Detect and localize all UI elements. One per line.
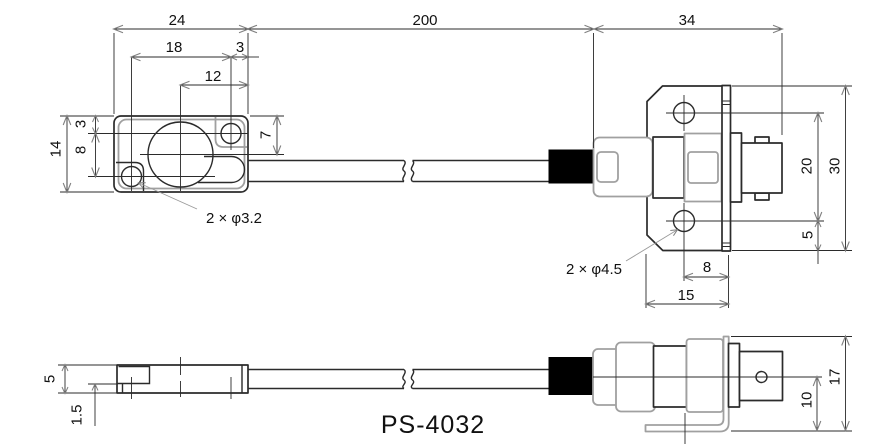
dim-34: 34: [679, 12, 696, 29]
flange-plate: [721, 84, 732, 252]
sensor-head-side: [116, 357, 249, 399]
connector-body-section: [652, 136, 685, 199]
flange-plate-notches: [722, 100, 731, 247]
bracket-ear-bottom: [646, 196, 722, 252]
side-view-dimensions: 5 1.5 10 17: [41, 334, 852, 432]
flange-side: [727, 342, 741, 408]
sensor-head-top: [88, 57, 284, 193]
cable-lines-side: [248, 368, 549, 390]
head-side-outline: [116, 364, 249, 394]
connector-top: [548, 84, 824, 281]
strain-relief-side: [548, 357, 595, 395]
cable-boot-detail: [596, 151, 619, 183]
dim-17: 17: [826, 369, 843, 386]
dim-7: 7: [257, 131, 274, 139]
cable-break-left-side: [402, 368, 406, 390]
note-head-holes: 2 × φ3.2: [206, 210, 262, 227]
dim-10: 10: [798, 392, 815, 409]
model-label: PS-4032: [381, 411, 485, 439]
cable-lines: [248, 159, 549, 183]
head-side-lens-block: [117, 365, 151, 385]
head-inner-lining: [117, 118, 246, 190]
dim-15: 15: [678, 287, 695, 304]
dim-8-bottom: 8: [703, 259, 711, 276]
bnc-side: [738, 350, 784, 402]
bnc-tab-bottom: [754, 192, 770, 201]
cable-break-left: [402, 159, 406, 183]
connector-side: [548, 335, 822, 444]
head-outline: [113, 115, 249, 193]
head-hole-pad-top-right: [214, 117, 247, 148]
dim-5-right: 5: [799, 231, 816, 239]
note-bracket-holes: 2 × φ4.5: [566, 261, 622, 278]
dim-24: 24: [169, 12, 186, 29]
cable-boot: [592, 136, 654, 198]
connector-collar: [683, 132, 723, 203]
leader-phi32: [137, 182, 198, 210]
dim-1_5: 1.5: [68, 405, 85, 426]
head-side-center-ticks: [131, 357, 232, 399]
side-centerlines: [593, 376, 822, 444]
bnc-body: [740, 142, 783, 194]
dim-8-left: 8: [72, 146, 89, 154]
strain-relief-block: [548, 149, 595, 184]
leader-phi45: [625, 229, 679, 262]
collar-side: [685, 338, 724, 413]
top-view: 24 200 34 18 3 12 14 3 8 7 20 30 5 8 15 …: [47, 12, 852, 309]
keyhole-slot: [198, 155, 246, 184]
cable-top: [248, 159, 549, 183]
dim-5-side: 5: [41, 375, 58, 383]
cable-side: [248, 368, 549, 390]
top-view-dimensions: 24 200 34 18 3 12 14 3 8 7 20 30 5 8 15 …: [47, 12, 852, 309]
dim-200: 200: [412, 12, 437, 29]
dim-3-top: 3: [236, 39, 244, 56]
side-view: 5 1.5 10 17 PS-4032: [41, 334, 852, 444]
bracket-ear-top: [646, 85, 722, 138]
l-bracket-side: [644, 335, 730, 433]
dim-18: 18: [166, 39, 183, 56]
flange-step: [729, 132, 743, 203]
dim-3-left: 3: [72, 120, 89, 128]
connector-collar-detail: [687, 151, 719, 184]
cable-break-right: [410, 159, 415, 183]
cable-break-right-side: [410, 368, 415, 390]
side-extension-lines: [58, 336, 852, 432]
dim-14: 14: [47, 141, 64, 158]
head-hole-pad-bottom-left: [116, 161, 145, 191]
head-centerlines: [88, 57, 284, 191]
dim-20: 20: [798, 158, 815, 175]
bracket-hole-centerlines: [666, 95, 824, 281]
dim-30: 30: [826, 158, 843, 175]
dim-12: 12: [205, 68, 222, 85]
head-side-details: [121, 365, 243, 393]
body-section-side: [652, 345, 688, 408]
extension-lines: [60, 33, 852, 308]
